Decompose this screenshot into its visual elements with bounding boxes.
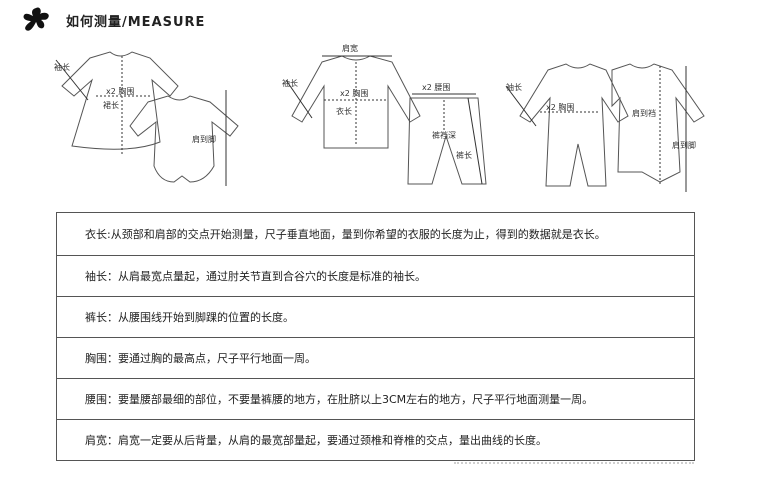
label-sleeve-2: 袖长 (282, 78, 298, 88)
figure-sweater-pants (285, 55, 487, 185)
label-shoulder-to-crotch: 肩到裆 (632, 108, 656, 118)
measurement-diagram: 袖长 x2 胸围 裙长 肩到脚 肩宽 袖长 x2 胸围 衣长 x2 腰围 裤裆深… (54, 43, 705, 192)
table-row: 衣长:从颈部和肩部的交点开始测量，尺子垂直地面，量到你希望的衣服的长度为止，得到… (85, 228, 606, 241)
divider (454, 462, 694, 466)
figure-dress-bodysuit (55, 51, 239, 186)
table-row: 腰围：要量腰部最细的部位，不要量裤腰的地方，在肚脐以上3CM左右的地方，尺子平行… (57, 378, 694, 419)
label-length: 衣长 (336, 106, 352, 116)
label-shoulder-width: 肩宽 (342, 43, 358, 53)
label-pants-length: 裤长 (456, 150, 472, 160)
header: 如何测量/MEASURE (22, 6, 205, 34)
table-row: 肩宽：肩宽一定要从后背量，从肩的最宽部量起，要通过颈椎和脊椎的交点，量出曲线的长… (57, 419, 694, 460)
black-blot-icon (23, 7, 49, 31)
label-skirt-length: 裙长 (103, 100, 119, 110)
table-row: 胸围：要通过胸的最高点，尺子平行地面一周。 (57, 337, 694, 378)
label-sleeve-3: 袖长 (506, 82, 522, 92)
measure-table: 衣长:从颈部和肩部的交点开始测量，尺子垂直地面，量到你希望的衣服的长度为止，得到… (56, 212, 695, 461)
table-row: 袖长：从肩最宽点量起，通过肘关节直到合谷穴的长度是标准的袖长。 (57, 255, 694, 296)
table-row: 裤长：从腰围线开始到脚踝的位置的长度。 (57, 296, 694, 337)
label-chest-1: x2 胸围 (106, 86, 134, 96)
label-chest-3: x2 胸围 (546, 102, 574, 112)
page-title: 如何测量/MEASURE (66, 14, 206, 30)
label-shoulder-to-foot-3: 肩到脚 (672, 140, 696, 150)
label-waist: x2 腰围 (422, 83, 450, 92)
figure-romper (505, 63, 705, 192)
label-sleeve-1: 袖长 (54, 62, 70, 72)
label-shoulder-to-foot-1: 肩到脚 (192, 134, 216, 144)
label-rise: 裤裆深 (432, 130, 456, 140)
label-chest-2: x2 胸围 (340, 88, 368, 98)
